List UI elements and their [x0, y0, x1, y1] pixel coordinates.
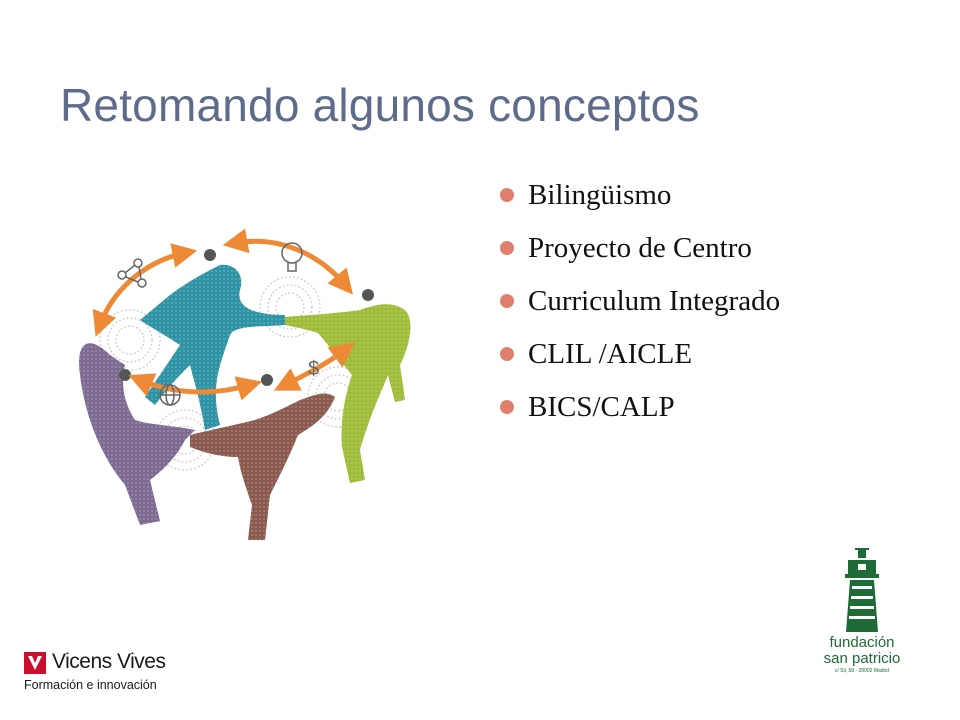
bullet-text: CLIL /AICLE — [528, 338, 693, 370]
bullet-item: Proyecto de Centro — [498, 225, 780, 278]
fundacion-line2: san patricio — [823, 650, 901, 667]
teal-figure — [140, 249, 285, 430]
green-figure — [285, 289, 411, 483]
eye-icon — [204, 249, 216, 261]
fundacion-san-patricio-logo: fundación san patricio c/ Sil, 58 - 2800… — [812, 548, 912, 683]
bullet-text: Bilingüismo — [528, 179, 672, 211]
lighthouse-icon — [845, 548, 879, 632]
bullet-text: Proyecto de Centro — [528, 232, 752, 264]
slide-title: Retomando algunos conceptos — [60, 79, 700, 131]
vicens-vives-logo: Vicens Vives Formación e innovación — [24, 648, 174, 696]
purple-figure — [79, 343, 195, 525]
eye-icon — [119, 369, 131, 381]
bullet-list: Bilingüismo Proyecto de Centro Curriculu… — [498, 172, 780, 437]
dollar-icon: $ — [308, 358, 319, 380]
fundacion-line1: fundación — [829, 634, 895, 651]
bullet-item: Curriculum Integrado — [498, 278, 780, 331]
collaboration-illustration: $ — [79, 228, 411, 540]
vicens-vives-mark-icon — [24, 652, 46, 674]
eye-icon — [362, 289, 374, 301]
brown-figure — [190, 374, 335, 540]
bullet-dot — [500, 241, 514, 255]
concept-icons: $ — [117, 242, 319, 406]
bullet-text: Curriculum Integrado — [528, 285, 781, 317]
network-icon — [117, 258, 147, 288]
bullet-item: BICS/CALP — [498, 384, 780, 437]
vicens-vives-name: Vicens Vives — [52, 650, 166, 673]
bullet-dot — [500, 188, 514, 202]
bullet-item: Bilingüismo — [498, 172, 780, 225]
fundacion-address: c/ Sil, 58 - 28002 Madrid — [834, 668, 890, 674]
arrows — [92, 228, 356, 401]
bullet-dot — [500, 294, 514, 308]
bullet-text: BICS/CALP — [528, 391, 675, 423]
bullet-item: CLIL /AICLE — [498, 331, 780, 384]
bullet-dot — [500, 347, 514, 361]
eye-icon — [261, 374, 273, 386]
vicens-vives-tagline: Formación e innovación — [24, 678, 157, 692]
bullet-dot — [500, 400, 514, 414]
globe-icon — [159, 384, 181, 406]
lightbulb-icon — [281, 242, 303, 272]
svg-text:$: $ — [308, 358, 319, 380]
